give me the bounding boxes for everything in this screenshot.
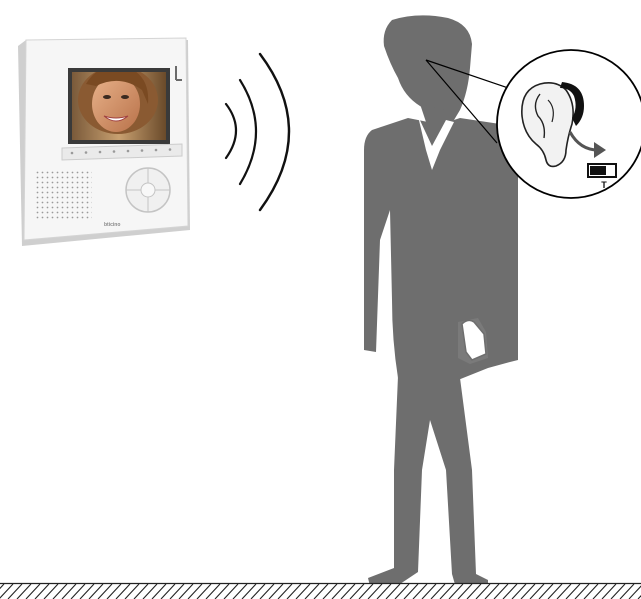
intercom-brand: bticino: [104, 222, 120, 228]
person-silhouette-icon: [364, 15, 518, 588]
ground-hatch-icon: [0, 583, 641, 599]
screen-face-image: [72, 66, 166, 140]
sound-waves-icon: [226, 54, 289, 210]
speaker-grille: [36, 170, 92, 220]
intercom-keypad: [126, 168, 170, 212]
t-switch-label: T: [601, 180, 607, 190]
ear-magnifier: T: [497, 50, 641, 198]
video-intercom-icon: bticino: [18, 38, 190, 246]
